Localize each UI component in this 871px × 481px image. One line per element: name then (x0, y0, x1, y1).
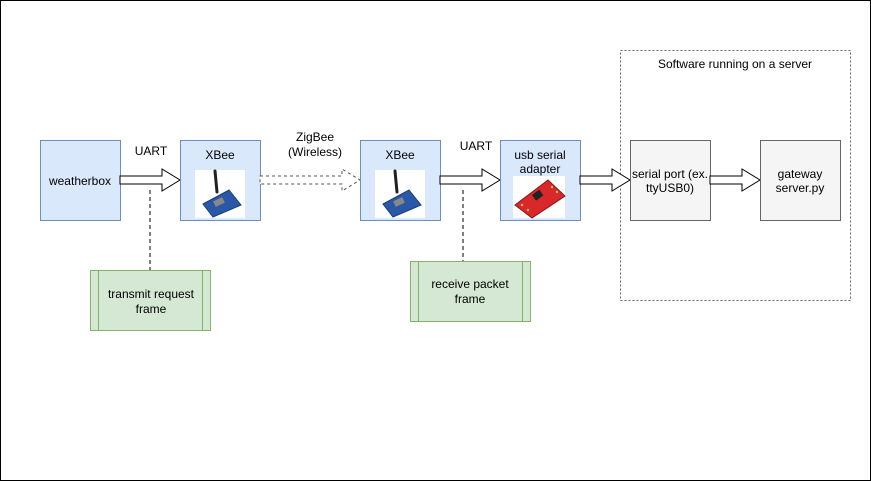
serial-to-gateway-arrow (709, 168, 761, 192)
xbee-label-2: XBee (385, 148, 415, 162)
usb-to-serial-arrow (579, 168, 631, 192)
uart-label-2: UART (460, 139, 493, 153)
zigbee-label-line1: ZigBee (296, 130, 334, 144)
server-group-label: Software running on a server (658, 57, 812, 71)
usb-adapter-label-line2: adapter (520, 162, 561, 176)
xbee-label-1: XBee (205, 148, 235, 162)
gateway-box (760, 140, 841, 221)
usb-adapter-label-line1: usb serial (514, 148, 565, 162)
uart-arrow-2 (439, 168, 501, 192)
receive-note-line2: frame (455, 292, 486, 306)
transmit-note-line1: transmit request (108, 287, 195, 301)
gateway-label-line1: gateway (778, 167, 823, 181)
serial-port-label-line2: ttyUSB0) (646, 181, 694, 195)
xbee-module-icon-2 (375, 169, 425, 218)
uart-label-1: UART (135, 144, 168, 158)
zigbee-label-line2: (Wireless) (288, 145, 342, 159)
usb-serial-adapter-icon (513, 176, 566, 219)
uart-arrow-1 (119, 168, 181, 192)
weatherbox-label: weatherbox (48, 174, 111, 188)
receive-packet-note (410, 261, 531, 322)
xbee-module-icon-1 (195, 169, 245, 218)
weatherbox-box (40, 140, 121, 221)
transmit-note-line2: frame (136, 302, 167, 316)
serial-port-label-line1: serial port (ex. (632, 167, 708, 181)
zigbee-arrow (259, 168, 361, 192)
receive-note-line1: receive packet (431, 277, 509, 291)
transmit-request-note (90, 270, 211, 331)
gateway-label-line2: server.py (776, 181, 825, 195)
